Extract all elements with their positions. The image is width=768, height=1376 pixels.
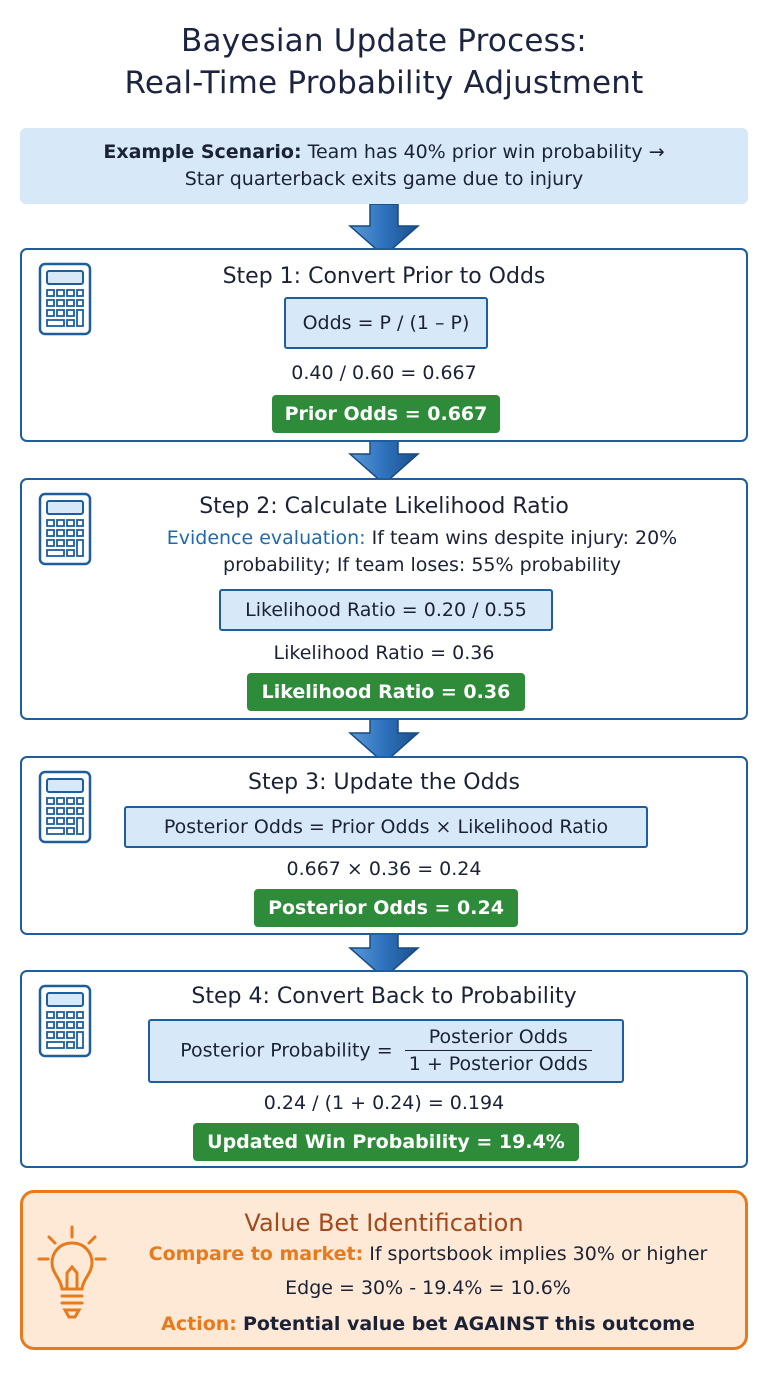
edge-line: Edge = 30% - 19.4% = 10.6% — [285, 1277, 571, 1299]
step-1-title: Step 1: Convert Prior to Odds — [222, 264, 546, 289]
step-2-calculation: Likelihood Ratio = 0.36 — [273, 642, 495, 664]
scenario-line-1: Team has 40% prior win probability → — [307, 141, 665, 163]
step-1-result: Prior Odds = 0.667 — [272, 395, 500, 433]
action-text: Potential value bet AGAINST this outcome — [242, 1313, 695, 1335]
step-2-card: Step 2: Calculate Likelihood Ratio Evide… — [20, 478, 748, 720]
calculator-icon — [38, 770, 92, 844]
step-4-result: Updated Win Probability = 19.4% — [193, 1123, 579, 1161]
lightbulb-icon — [37, 1225, 107, 1319]
step-4-title: Step 4: Convert Back to Probability — [191, 984, 577, 1009]
compare-label: Compare to market: — [148, 1243, 364, 1265]
evidence-line-1: If team wins despite injury: 20% — [371, 527, 678, 549]
formula-fraction: Posterior Odds 1 + Posterior Odds — [404, 1025, 592, 1076]
evidence-line-2: probability; If team loses: 55% probabil… — [223, 554, 621, 576]
step-3-title: Step 3: Update the Odds — [248, 770, 520, 795]
calculator-icon — [38, 262, 92, 336]
calculator-icon — [38, 492, 92, 566]
step-2-title: Step 2: Calculate Likelihood Ratio — [199, 494, 569, 519]
step-3-formula: Posterior Odds = Prior Odds × Likelihood… — [124, 806, 648, 848]
step-1-card: Step 1: Convert Prior to Odds Odds = P /… — [20, 248, 748, 442]
compare-text: If sportsbook implies 30% or higher — [369, 1243, 708, 1265]
page-title: Bayesian Update Process: Real-Time Proba… — [0, 20, 768, 104]
step-2-evidence: Evidence evaluation: If team wins despit… — [112, 525, 732, 579]
scenario-banner: Example Scenario: Team has 40% prior win… — [20, 128, 748, 204]
evidence-label: Evidence evaluation: — [166, 527, 366, 549]
step-3-result: Posterior Odds = 0.24 — [254, 889, 518, 927]
title-line-2: Real-Time Probability Adjustment — [124, 65, 644, 101]
formula-lhs: Posterior Probability = — [180, 1039, 393, 1062]
step-2-formula: Likelihood Ratio = 0.20 / 0.55 — [219, 589, 553, 631]
step-4-card: Step 4: Convert Back to Probability Post… — [20, 970, 748, 1168]
down-arrow-icon — [348, 204, 420, 258]
compare-line: Compare to market: If sportsbook implies… — [113, 1243, 743, 1265]
value-bet-card: Value Bet Identification Compare to mark… — [20, 1190, 748, 1350]
step-4-formula: Posterior Probability = Posterior Odds 1… — [148, 1019, 624, 1083]
scenario-line-2: Star quarterback exits game due to injur… — [184, 168, 584, 190]
step-1-calculation: 0.40 / 0.60 = 0.667 — [291, 362, 477, 384]
step-3-calculation: 0.667 × 0.36 = 0.24 — [286, 858, 482, 880]
action-line: Action: Potential value bet AGAINST this… — [113, 1313, 743, 1335]
title-line-1: Bayesian Update Process: — [181, 23, 587, 59]
formula-numerator: Posterior Odds — [404, 1025, 592, 1051]
action-label: Action: — [161, 1313, 237, 1335]
formula-denominator: 1 + Posterior Odds — [408, 1053, 588, 1075]
calculator-icon — [38, 984, 92, 1058]
step-2-result: Likelihood Ratio = 0.36 — [247, 673, 525, 711]
step-4-calculation: 0.24 / (1 + 0.24) = 0.194 — [263, 1092, 505, 1114]
value-bet-title: Value Bet Identification — [244, 1209, 524, 1237]
scenario-label: Example Scenario: — [103, 141, 302, 163]
step-1-formula: Odds = P / (1 – P) — [284, 297, 488, 349]
step-3-card: Step 3: Update the Odds Posterior Odds =… — [20, 756, 748, 935]
